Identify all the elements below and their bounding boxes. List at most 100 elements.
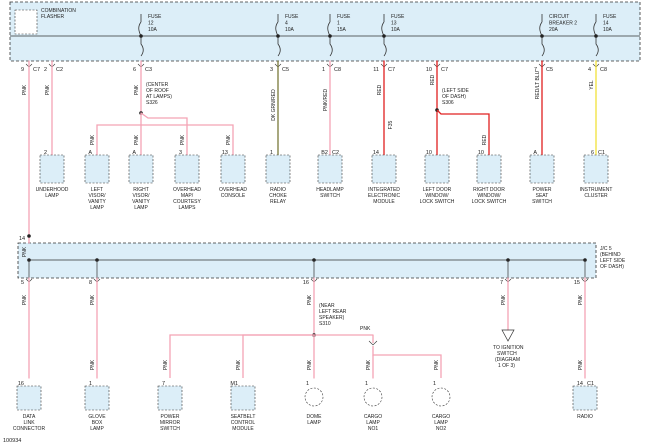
- connector-pin: 9: [21, 67, 24, 73]
- component-name: RIGHT: [133, 187, 149, 193]
- fuse-symbol: [277, 36, 281, 57]
- component-pin: 14: [373, 150, 379, 156]
- component-name: SWITCH: [532, 199, 552, 205]
- fuse-symbol: [383, 36, 387, 57]
- component-name: CONTROL: [231, 420, 256, 426]
- wire-color-label: PNK: [22, 246, 28, 257]
- component-conn: C1: [587, 381, 594, 387]
- splice-label: (NEAR: [319, 303, 335, 309]
- connector-id: C8: [600, 67, 607, 73]
- fuse-symbol: [140, 36, 144, 57]
- lamp-bulb: [363, 387, 383, 407]
- component-box: [84, 385, 110, 411]
- component-conn: C2: [332, 150, 339, 156]
- component-box: [174, 154, 200, 184]
- component-pin: M1: [230, 381, 238, 387]
- combination-flasher-label: COMBINATION: [41, 8, 76, 14]
- component-pin: 1: [270, 150, 273, 156]
- component-name: POWER: [161, 414, 180, 420]
- component-name: SEAT: [536, 193, 549, 199]
- ground-symbol: [501, 329, 515, 342]
- component-name: SEATBELT: [231, 414, 256, 420]
- component-name: VANITY: [88, 199, 106, 205]
- component-name: NO2: [436, 426, 447, 432]
- component-box: [157, 385, 183, 411]
- connector-pin: 10: [426, 67, 432, 73]
- connector-id: C2: [56, 67, 63, 73]
- component-pin: 2: [44, 150, 47, 156]
- component-name: DOME: [307, 414, 323, 420]
- component-box: [572, 385, 598, 411]
- wire-color-label: PNK: [45, 84, 51, 95]
- splice-label: S310: [319, 321, 331, 327]
- wire-color-label: PNK: [366, 359, 372, 370]
- wire-color-label: PNK: [134, 84, 140, 95]
- wire-color-label: PNK: [22, 84, 28, 95]
- diagram-id: 100934: [3, 438, 21, 444]
- splice-label: S326: [146, 100, 158, 106]
- component-name: INTEGRATED: [368, 187, 400, 193]
- component-box: [529, 154, 555, 184]
- connector-id: C5: [282, 67, 289, 73]
- wire-power-mirror: [169, 334, 314, 378]
- wire-cargo-2: [372, 346, 442, 378]
- connector-pin: 3: [270, 67, 273, 73]
- component-pin: 1: [89, 381, 92, 387]
- component-name: RADIO: [577, 414, 593, 420]
- component-name: LINK: [23, 420, 35, 426]
- fuse-label: 10A: [603, 27, 613, 33]
- component-box: [317, 154, 343, 184]
- junction-connector-5: [17, 242, 597, 279]
- component-name: CONSOLE: [221, 193, 246, 199]
- component-pin: B2: [321, 150, 328, 156]
- component-name: VISOR/: [89, 193, 107, 199]
- fuse-label: 4: [285, 21, 288, 27]
- component-name: MODULE: [232, 426, 254, 432]
- fuse-symbol: [595, 36, 599, 57]
- component-name: OVERHEAD: [219, 187, 247, 193]
- component-name: DATA: [23, 414, 36, 420]
- component-box: [424, 154, 450, 184]
- fuse-label: FUSE: [148, 14, 162, 20]
- connector-pin: 1: [322, 67, 325, 73]
- component-conn: C1: [598, 150, 605, 156]
- component-box: [39, 154, 65, 184]
- inline-connector: [368, 340, 378, 346]
- jc-pin: 7: [500, 280, 503, 286]
- fuse-symbol: [541, 36, 545, 57]
- fuse-label: FUSE: [391, 14, 405, 20]
- wire-color-label: F35: [388, 120, 394, 129]
- fuse-label: 14: [603, 21, 609, 27]
- component-name: CLUSTER: [584, 193, 608, 199]
- component-name: LOCK SWITCH: [472, 199, 507, 205]
- wire-color-label: PNK: [360, 326, 371, 332]
- fuse-label: 10A: [391, 27, 401, 33]
- wire-color-label: PNK: [307, 359, 313, 370]
- component-pin: 3: [179, 150, 182, 156]
- labels: FUSE1210AFUSE410AFUSE115AFUSE1310ACIRCUI…: [13, 14, 626, 432]
- component-name: COURTESY: [173, 199, 201, 205]
- component-name: LAMPS: [179, 205, 197, 211]
- wire-color-label: PNK: [90, 294, 96, 305]
- component-pin: 16: [18, 381, 24, 387]
- fuse-label: 10A: [148, 27, 158, 33]
- fuse-block: [9, 1, 641, 62]
- wire-color-label: RED/LT BLU: [535, 70, 541, 99]
- component-name: LAMP: [366, 420, 380, 426]
- component-name: SWITCH: [160, 426, 180, 432]
- component-box: [265, 154, 291, 184]
- wire-color-label: PNK: [22, 294, 28, 305]
- splice-label: (CENTER: [146, 82, 169, 88]
- splice-label: (LEFT SIDE: [442, 88, 470, 94]
- component-name: LOCK SWITCH: [420, 199, 455, 205]
- component-name: LAMP: [45, 193, 59, 199]
- wire-color-label: RED: [377, 84, 383, 95]
- bus-node: [594, 34, 598, 38]
- component-pin: A: [533, 150, 537, 156]
- wire-color-label: PNK: [163, 359, 169, 370]
- component-name: POWER: [533, 187, 552, 193]
- component-pin: 10: [426, 150, 432, 156]
- jc-pin: 15: [574, 280, 580, 286]
- component-name: GLOVE: [88, 414, 106, 420]
